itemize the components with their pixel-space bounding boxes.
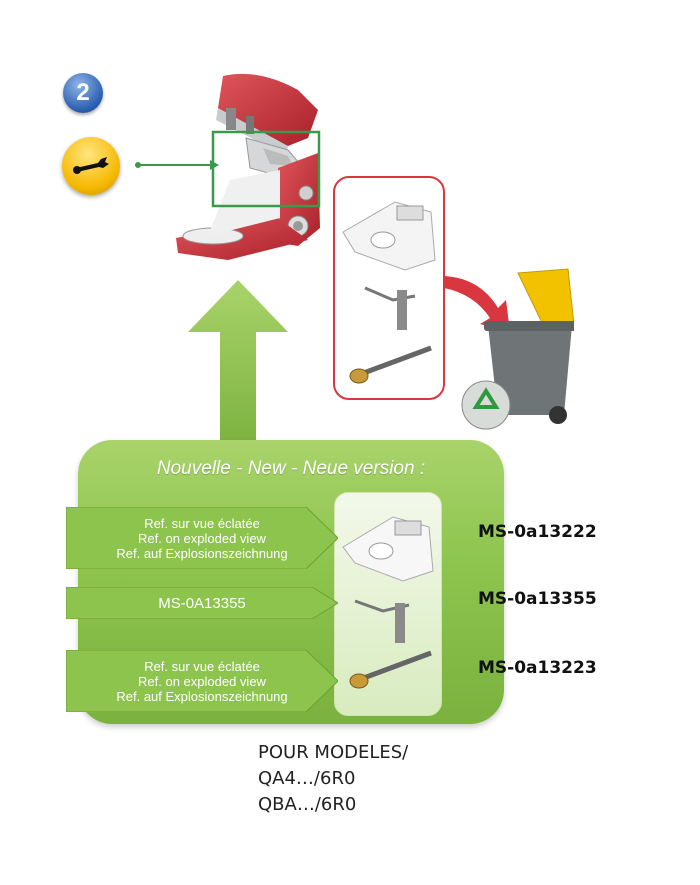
ref-line: Ref. auf Explosionszeichnung [116,545,288,561]
part-code-1: MS-0a13222 [478,522,597,542]
ref-line: Ref. on exploded view [138,673,266,689]
ref-arrow-3: Ref. sur vue éclatée Ref. on exploded vi… [66,650,338,712]
ref-line: Ref. sur vue éclatée [144,658,260,674]
models-heading: POUR MODELES/ [258,742,409,763]
wrench-icon [62,137,120,195]
up-arrow [188,280,288,450]
ref-arrow-1: Ref. sur vue éclatée Ref. on exploded vi… [66,507,338,569]
discard-arrow [444,276,510,332]
step-number-badge: 2 [63,73,103,113]
part-code-2: MS-0a13355 [478,589,597,609]
ref-arrow-2: MS-0A13355 [66,587,338,619]
old-parts-image [342,201,436,384]
ref-line: Ref. auf Explosionszeichnung [116,688,288,704]
trash-bin-icon [461,268,574,430]
old-parts-box [333,176,445,400]
new-parts-image [342,516,434,689]
ref-line: MS-0A13355 [158,594,246,612]
stand-mixer-image [176,73,321,260]
model-line: QBA…/6R0 [258,794,357,815]
new-parts-box [334,492,442,716]
model-line: QA4…/6R0 [258,768,356,789]
panel-title: Nouvelle - New - Neue version : [156,458,426,479]
ref-line: Ref. on exploded view [138,530,266,546]
part-code-3: MS-0a13223 [478,658,597,678]
ref-line: Ref. sur vue éclatée [144,515,260,531]
